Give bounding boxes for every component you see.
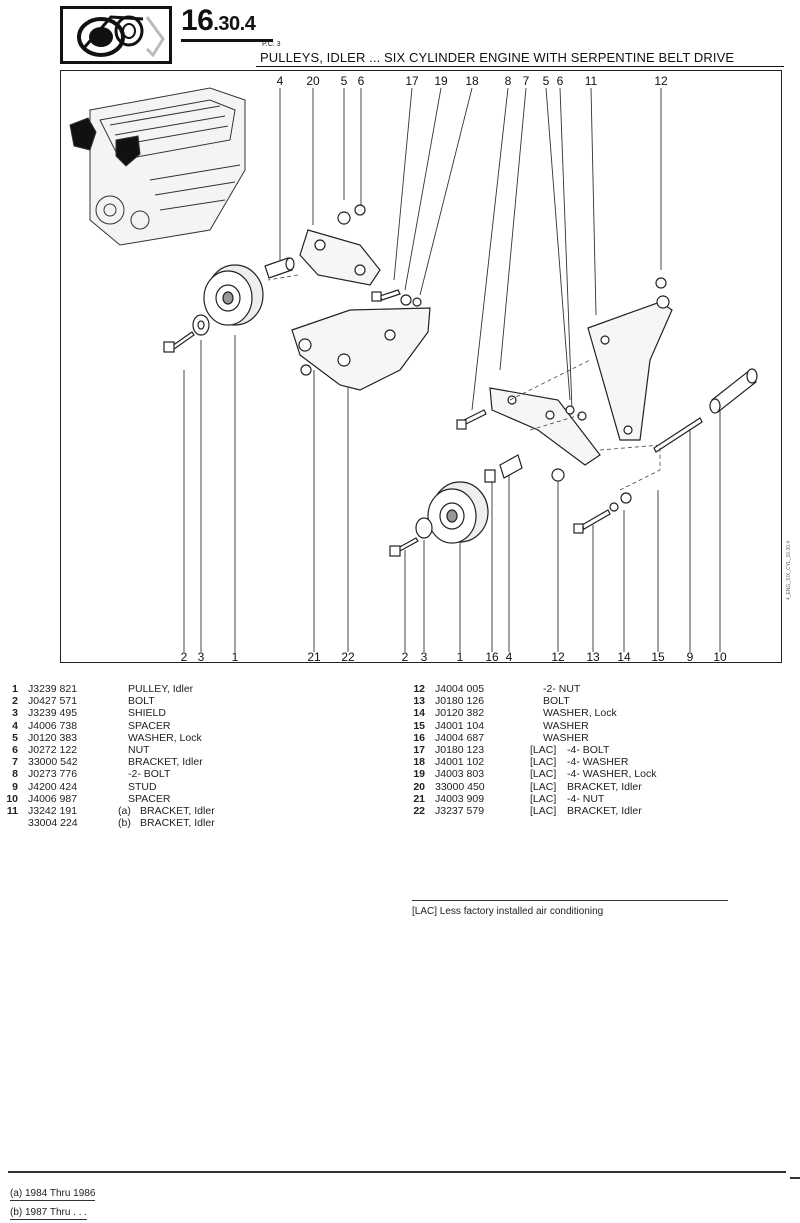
callout-label: 3 — [421, 650, 428, 663]
callout-label: 3 — [198, 650, 205, 663]
illustration-frame — [60, 70, 782, 663]
callout-label: 1 — [457, 650, 464, 663]
callout-labels: 4 20 5 6 17 19 18 8 7 5 6 11 12 2 3 1 21… — [181, 74, 727, 663]
footnote-b: (b) 1987 Thru . . . — [10, 1207, 88, 1220]
belt-drive-logo — [60, 6, 172, 64]
pc-label: P.C. 3 — [262, 41, 281, 48]
callout-label: 2 — [402, 650, 409, 663]
footer-rule — [8, 1171, 786, 1173]
engine-thumbnail — [69, 87, 246, 246]
callout-label: 10 — [713, 650, 727, 663]
heading-rule — [256, 66, 784, 67]
note-rule — [412, 900, 728, 901]
footer-dash — [790, 1177, 800, 1179]
callout-label: 12 — [551, 650, 565, 663]
dashed-guides — [267, 274, 661, 491]
callout-label: 12 — [654, 74, 668, 88]
page-heading: PULLEYS, IDLER ... SIX CYLINDER ENGINE W… — [260, 50, 735, 65]
callout-label: 21 — [307, 650, 321, 663]
callout-label: 8 — [505, 74, 512, 88]
side-margin-text: 4_ENG_SIX_CYL_16.30.4 — [786, 540, 792, 600]
serpentine-belt-icon — [77, 15, 165, 58]
leader-lines — [183, 87, 721, 652]
callout-label: 18 — [465, 74, 479, 88]
callout-label: 6 — [358, 74, 365, 88]
callout-label: 2 — [181, 650, 188, 663]
callout-label: 7 — [523, 74, 530, 88]
footnote-a: (a) 1984 Thru 1986 — [10, 1188, 96, 1201]
callout-label: 6 — [557, 74, 564, 88]
section-number: 16.30.4 — [181, 4, 256, 37]
callout-label: 4 — [277, 74, 284, 88]
callout-label: 19 — [434, 74, 448, 88]
callout-label: 15 — [651, 650, 665, 663]
callout-label: 11 — [585, 74, 598, 88]
callout-label: 13 — [586, 650, 600, 663]
part-drawings — [163, 204, 758, 557]
callout-label: 16 — [485, 650, 499, 663]
callout-label: 9 — [687, 650, 694, 663]
callout-label: 20 — [306, 74, 320, 88]
callout-label: 4 — [506, 650, 513, 663]
callout-label: 22 — [341, 650, 355, 663]
callout-label: 5 — [341, 74, 348, 88]
callout-label: 14 — [617, 650, 631, 663]
callout-label: 1 — [232, 650, 239, 663]
title-rule — [181, 39, 273, 42]
lac-note: [LAC] Less factory installed air conditi… — [412, 906, 604, 917]
exploded-parts-diagram: 4 20 5 6 17 19 18 8 7 5 6 11 12 2 3 1 21… — [69, 74, 758, 663]
callout-label: 5 — [543, 74, 550, 88]
list-item: 33004 224(b)BRACKET, Idler — [28, 817, 215, 830]
callout-label: 17 — [405, 74, 419, 88]
